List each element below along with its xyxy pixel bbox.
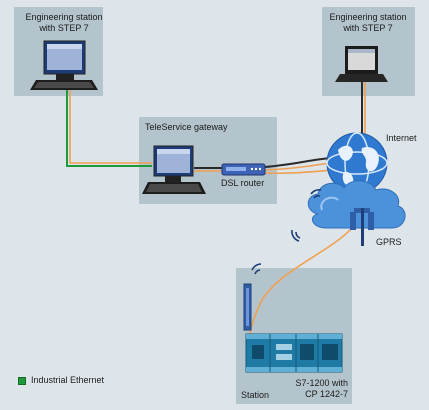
station-device-label: S7-1200 with CP 1242-7 xyxy=(290,378,348,400)
gprs-label: GPRS xyxy=(376,237,402,247)
station-device-line2: CP 1242-7 xyxy=(305,389,348,399)
industrial-ethernet-legend-swatch xyxy=(18,377,26,385)
eng-station-right-line2: with STEP 7 xyxy=(343,23,393,33)
station-device-line1: S7-1200 with xyxy=(295,378,348,388)
eng-station-right-label: Engineering station with STEP 7 xyxy=(323,12,413,34)
connection-lines xyxy=(66,80,366,335)
teleservice-gateway-label: TeleService gateway xyxy=(145,122,228,132)
eng-station-left-label: Engineering station with STEP 7 xyxy=(24,12,104,34)
laptop-right-icon xyxy=(335,46,388,82)
eng-station-left-line1: Engineering station xyxy=(25,12,103,22)
gprs-cloud-icon xyxy=(307,180,406,229)
station-antenna-icon xyxy=(243,283,252,331)
wireless-signal-icon xyxy=(251,189,322,275)
eng-station-left-line2: with STEP 7 xyxy=(39,23,89,33)
industrial-ethernet-legend-label: Industrial Ethernet xyxy=(31,375,105,385)
dsl-router-icon xyxy=(221,163,266,176)
gateway-pc-icon xyxy=(142,145,206,194)
dsl-router-label: DSL router xyxy=(221,178,265,188)
industrial-ethernet-link xyxy=(66,87,152,167)
gprs-antenna-icon xyxy=(350,208,374,246)
plc-s7-1200-icon xyxy=(245,333,343,373)
internet-label: Internet xyxy=(386,133,417,143)
pc-left-icon xyxy=(30,40,98,90)
teleservice-link-left xyxy=(69,87,152,164)
eng-station-right-line1: Engineering station xyxy=(329,12,407,22)
station-label: Station xyxy=(241,390,270,400)
